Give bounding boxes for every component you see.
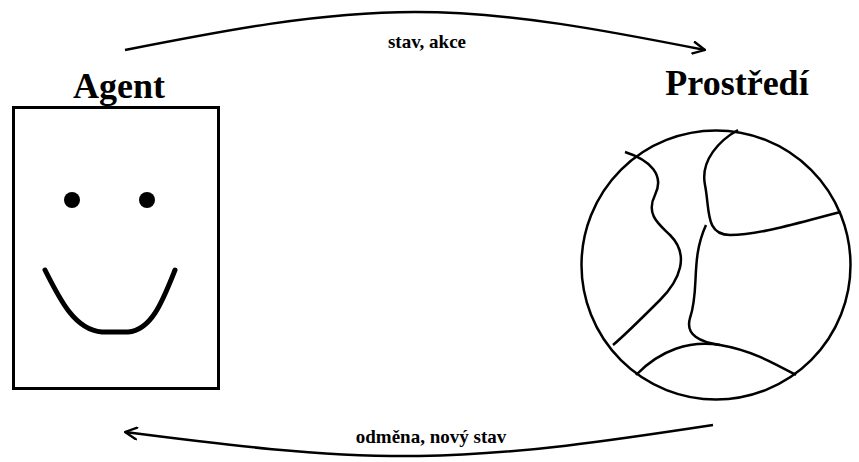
environment-circle: Prostředí <box>580 129 852 401</box>
eye <box>139 192 155 208</box>
mouth <box>45 270 175 332</box>
node-title: Agent <box>15 66 223 107</box>
border-line <box>689 225 720 345</box>
smiley-face <box>45 192 175 332</box>
border-line <box>613 152 681 345</box>
node-title: Prostředí <box>612 63 859 104</box>
eye <box>64 192 80 208</box>
edge-label: stav, akce <box>384 31 470 54</box>
reward-arrow <box>125 425 713 456</box>
circle-outline <box>582 131 851 400</box>
border-line <box>704 130 841 235</box>
border-line <box>636 344 796 375</box>
agent-box: Agent <box>12 106 220 390</box>
edge-label: odměna, nový stav <box>352 426 510 449</box>
circle-outline <box>580 129 852 401</box>
